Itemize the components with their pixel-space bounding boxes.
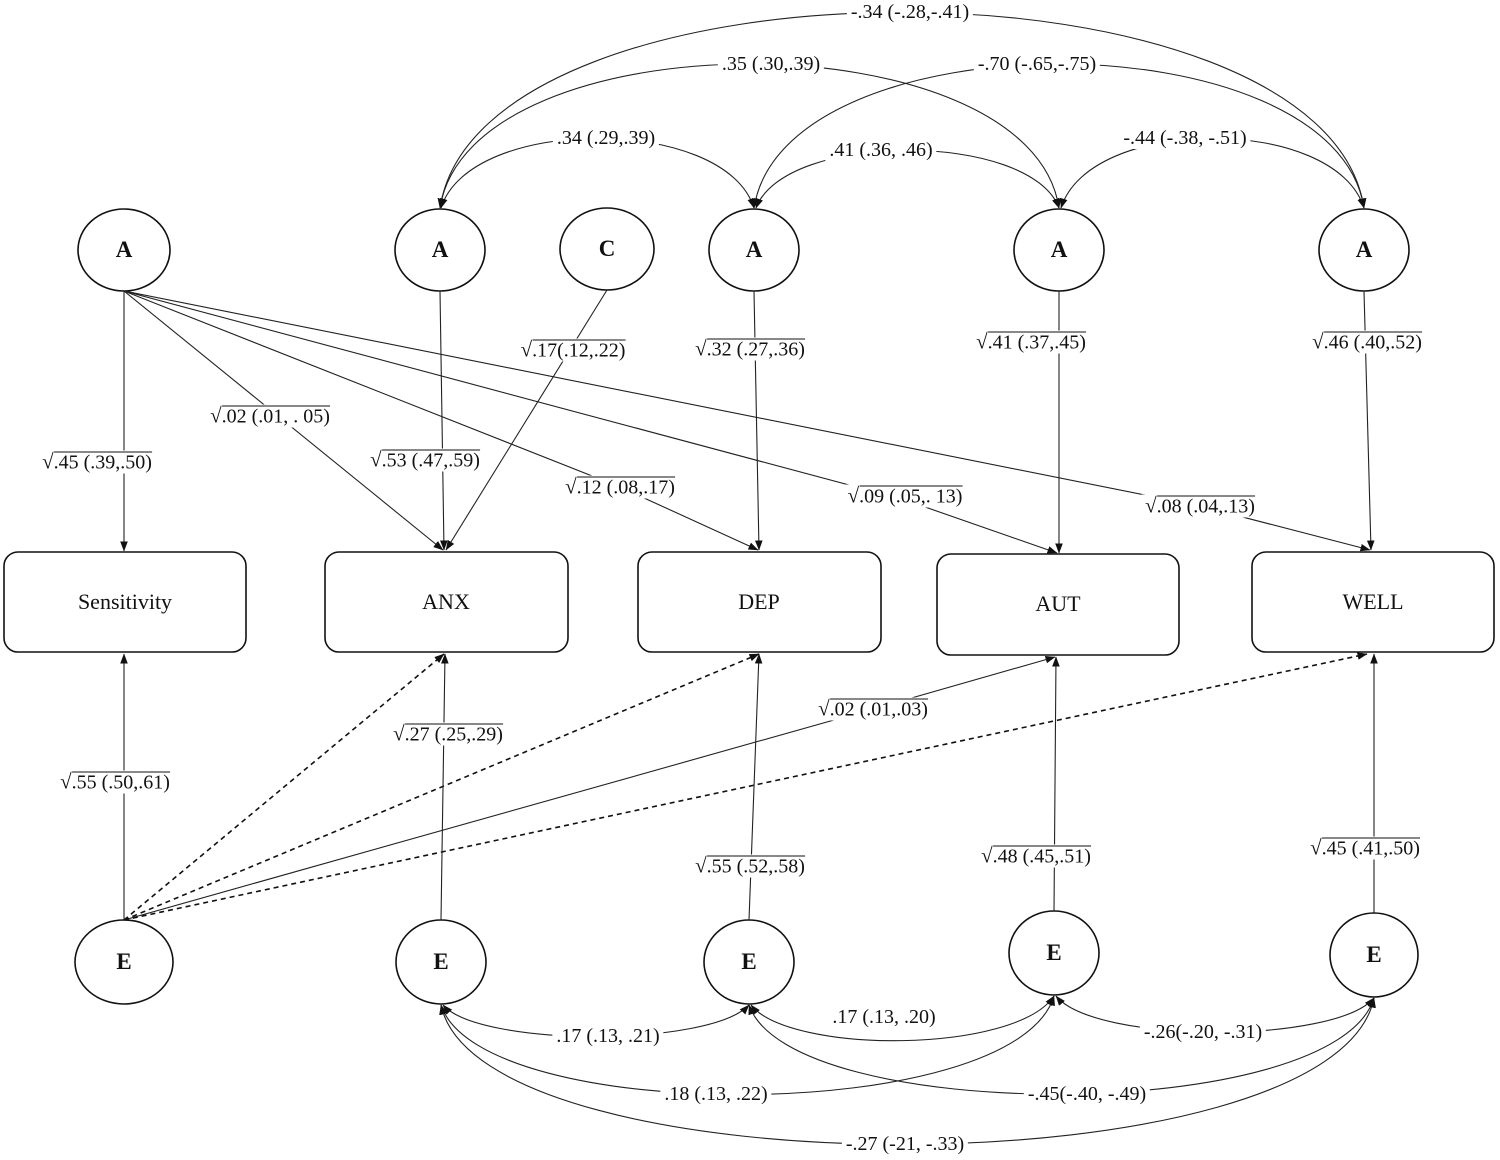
radical-symbol: √: [818, 696, 830, 721]
covariance-arc-e-anx-e-aut: [440, 995, 1055, 1096]
covariance-arc-a-dep-a-well: [751, 63, 1367, 209]
path-estimate: .09 (.05,. 13): [859, 485, 963, 508]
covariance-arc-a-anx-a-well: [437, 11, 1367, 209]
path-estimate: .32 (.27,.36): [706, 338, 805, 361]
observed-box-dep: [637, 551, 882, 653]
path-estimate: .45 (.39,.50): [53, 451, 152, 474]
path-estimate: .45 (.41,.50): [1321, 837, 1420, 860]
covariance-label-e-dep-e-well: -.45(-.40, -.49): [1023, 1083, 1151, 1105]
observed-box-well: [1251, 551, 1495, 653]
path-estimate: .55 (.50,.61): [71, 771, 170, 794]
path-arrow-e-sens-to-dep: [123, 653, 760, 921]
covariance-arc-a-anx-a-aut: [437, 63, 1062, 209]
observed-box-sensitivity: [3, 551, 247, 653]
radical-symbol: √: [1145, 493, 1157, 518]
radical-symbol: √: [1310, 835, 1322, 860]
path-label-e-aut-to-aut: √.48 (.45,.51): [977, 843, 1095, 868]
radical-symbol: √: [393, 721, 405, 746]
path-estimate: .12 (.08,.17): [576, 476, 675, 499]
latent-label-e-well: E: [1366, 942, 1382, 967]
path-arrow-a-dep-to-dep: [753, 290, 763, 551]
radical-symbol: √: [1312, 329, 1324, 354]
path-label-a-aut-to-aut: √.41 (.37,.45): [972, 329, 1090, 354]
covariance-label-e-anx-e-well: -.27 (-21, -.33): [841, 1133, 969, 1155]
covariance-label-a-anx-a-dep: .34 (.29,.39): [552, 127, 660, 149]
path-estimate: .46 (.40,.52): [1323, 331, 1422, 354]
radical-symbol: √: [370, 447, 382, 472]
path-estimate: .55 (.52,.58): [706, 855, 805, 878]
covariance-arc-e-dep-e-aut: [750, 995, 1055, 1042]
latent-label-a-dep: A: [745, 237, 763, 262]
path-label-e-sens-to-aut: √.02 (.01,.03): [814, 696, 932, 721]
covariance-label-a-anx-a-well: -.34 (-.28,-.41): [846, 1, 974, 23]
observed-label-well: WELL: [1342, 589, 1404, 614]
latent-label-e-sensitivity: E: [116, 949, 132, 974]
observed-label-anx: ANX: [422, 589, 470, 614]
path-label-e-sens-to-sensitivity: √.55 (.50,.61): [56, 769, 174, 794]
path-label-a-sens-to-aut: √.09 (.05,. 13): [843, 483, 967, 508]
path-estimate: .53 (.47,.59): [381, 449, 480, 472]
latent-label-a-aut: A: [1050, 237, 1068, 262]
path-arrow-e-sens-to-anx: [123, 653, 445, 921]
observed-label-dep: DEP: [738, 589, 780, 614]
observed-box-anx: [324, 551, 569, 653]
path-estimate: .48 (.45,.51): [992, 845, 1091, 868]
observed-label-sensitivity: Sensitivity: [77, 589, 173, 614]
covariance-label-a-aut-a-well: -.44 (-.38, -.51): [1119, 127, 1251, 149]
path-label-e-anx-to-anx: √.27 (.25,.29): [389, 721, 507, 746]
path-label-a-sens-to-anx: √.02 (.01, . 05): [206, 403, 334, 428]
path-arrow-c-anx-to-anx: [445, 289, 608, 551]
path-arrow-a-anx-to-anx: [439, 290, 448, 551]
covariance-label-e-anx-e-aut: .18 (.13, .22): [660, 1083, 772, 1105]
path-label-c-anx-to-anx: √.17(.12,.22): [516, 337, 630, 362]
path-arrow-e-anx-to-anx: [440, 653, 449, 921]
path-estimate: .27 (.25,.29): [404, 723, 503, 746]
path-label-a-dep-to-dep: √.32 (.27,.36): [691, 336, 809, 361]
path-label-a-sens-to-dep: √.12 (.08,.17): [561, 474, 679, 499]
path-arrow-e-aut-to-aut: [1052, 656, 1060, 912]
radical-symbol: √: [42, 449, 54, 474]
radical-symbol: √: [847, 483, 860, 508]
latent-label-a-sensitivity: A: [115, 237, 133, 262]
radical-symbol: √: [565, 474, 577, 499]
path-estimate: .17(.12,.22): [532, 339, 626, 362]
radical-symbol: √: [520, 337, 533, 362]
path-estimate: .08 (.04,.13): [1156, 495, 1255, 518]
covariance-label-a-dep-a-aut: .41 (.36, .46): [825, 139, 937, 161]
covariance-label-e-aut-e-well: -.26(-.20, -.31): [1139, 1021, 1267, 1043]
path-estimate: .41 (.37,.45): [987, 331, 1086, 354]
path-label-a-sens-to-well: √.08 (.04,.13): [1141, 493, 1259, 518]
path-arrow-e-dep-to-dep: [748, 653, 763, 921]
latent-label-e-dep: E: [741, 949, 757, 974]
path-arrow-e-sens-to-well: [123, 652, 1368, 921]
latent-label-e-anx: E: [433, 949, 449, 974]
covariance-label-e-anx-e-dep: .17 (.13, .21): [552, 1025, 664, 1047]
path-estimate: .02 (.01, . 05): [221, 405, 330, 428]
latent-label-a-well: A: [1355, 237, 1373, 262]
radical-symbol: √: [695, 336, 707, 361]
path-arrow-e-sens-to-aut: [123, 655, 1056, 921]
path-label-a-anx-to-anx: √.53 (.47,.59): [366, 447, 484, 472]
radical-symbol: √: [60, 769, 72, 794]
latent-label-a-anx: A: [431, 237, 449, 262]
radical-symbol: √: [210, 403, 222, 428]
covariance-label-a-anx-a-aut: .35 (.30,.39): [717, 53, 825, 75]
path-label-a-sens-to-sensitivity: √.45 (.39,.50): [38, 449, 156, 474]
radical-symbol: √: [981, 843, 993, 868]
radical-symbol: √: [976, 329, 988, 354]
radical-symbol: √: [695, 853, 707, 878]
path-estimate: .02 (.01,.03): [829, 698, 928, 721]
observed-box-aut: [936, 553, 1180, 656]
path-label-e-dep-to-dep: √.55 (.52,.58): [691, 853, 809, 878]
path-label-a-well-to-well: √.46 (.40,.52): [1308, 329, 1426, 354]
path-label-e-well-to-well: √.45 (.41,.50): [1306, 835, 1424, 860]
covariance-label-a-dep-a-well: -.70 (-.65,-.75): [973, 53, 1101, 75]
covariance-label-e-dep-e-aut: .17 (.13, .20): [828, 1006, 940, 1028]
latent-label-c-anx: C: [598, 236, 616, 261]
latent-label-e-aut: E: [1046, 940, 1062, 965]
observed-label-aut: AUT: [1035, 591, 1081, 616]
